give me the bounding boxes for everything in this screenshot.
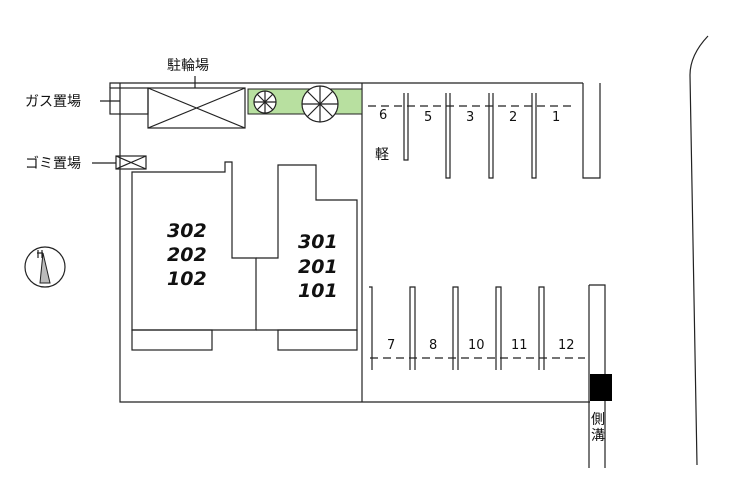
parking-space-5: 5 xyxy=(424,110,432,125)
kei-car-label: 軽 xyxy=(375,147,389,163)
parking-row-bottom xyxy=(369,286,585,370)
north-arrow-icon xyxy=(24,246,66,288)
parking-space-3: 3 xyxy=(466,110,474,125)
parking-space-2: 2 xyxy=(509,110,517,125)
parking-space-11: 11 xyxy=(511,338,528,353)
bicycle-parking xyxy=(147,76,246,129)
parking-space-7: 7 xyxy=(387,338,395,353)
unit-202: 202 xyxy=(167,244,207,266)
side-ditch xyxy=(588,284,606,468)
parking-space-8: 8 xyxy=(429,338,437,353)
side-ditch-label-2: 溝 xyxy=(591,428,605,444)
bicycle-parking-label: 駐輪場 xyxy=(167,57,209,74)
parking-space-10: 10 xyxy=(468,338,485,353)
unit-102: 102 xyxy=(167,268,207,290)
garbage-area-box xyxy=(115,155,147,170)
ditch-block xyxy=(590,374,612,401)
tree-icon xyxy=(301,85,339,123)
unit-301: 301 xyxy=(298,231,338,253)
unit-302: 302 xyxy=(167,220,207,242)
parking-space-1: 1 xyxy=(552,110,560,125)
balcony-right xyxy=(277,329,358,351)
parking-space-6: 6 xyxy=(379,108,387,123)
tree-icon xyxy=(253,90,277,114)
balcony-left xyxy=(131,329,213,351)
road-edge xyxy=(689,35,709,466)
parking-row-top xyxy=(368,83,601,179)
garbage-area-label: ゴミ置場 xyxy=(25,155,81,172)
parking-space-12: 12 xyxy=(558,338,575,353)
side-ditch-label-1: 側 xyxy=(591,412,605,428)
gas-area-label: ガス置場 xyxy=(25,94,81,110)
building-right xyxy=(256,164,358,331)
unit-201: 201 xyxy=(298,256,338,278)
property-boundary xyxy=(109,82,590,403)
unit-101: 101 xyxy=(298,280,338,302)
